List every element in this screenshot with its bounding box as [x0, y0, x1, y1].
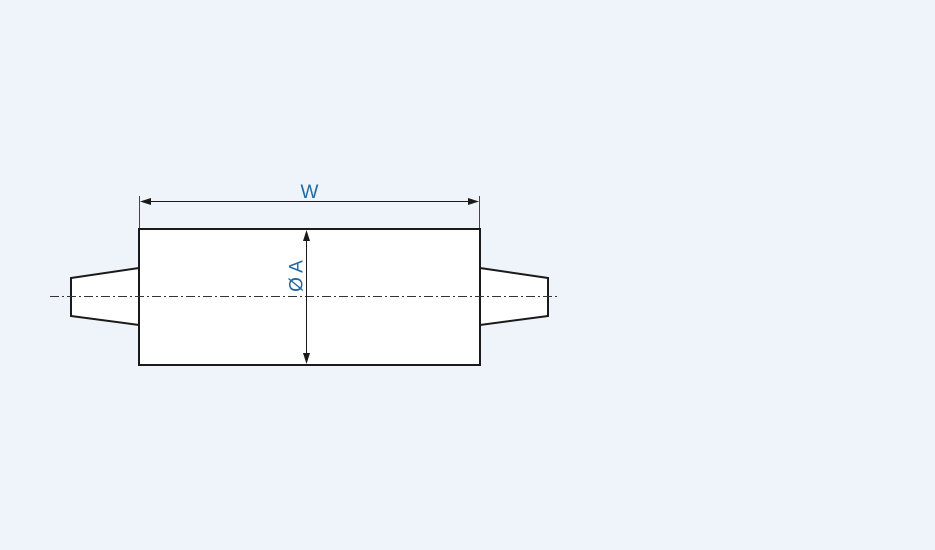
diameter-arrow-top	[303, 230, 310, 241]
diameter-arrow-bottom	[303, 353, 310, 364]
width-label: W	[301, 182, 319, 203]
diameter-label: Ø A	[287, 260, 308, 292]
width-arrow-right	[468, 198, 479, 205]
roller-body	[138, 228, 481, 366]
width-arrow-left	[140, 198, 151, 205]
